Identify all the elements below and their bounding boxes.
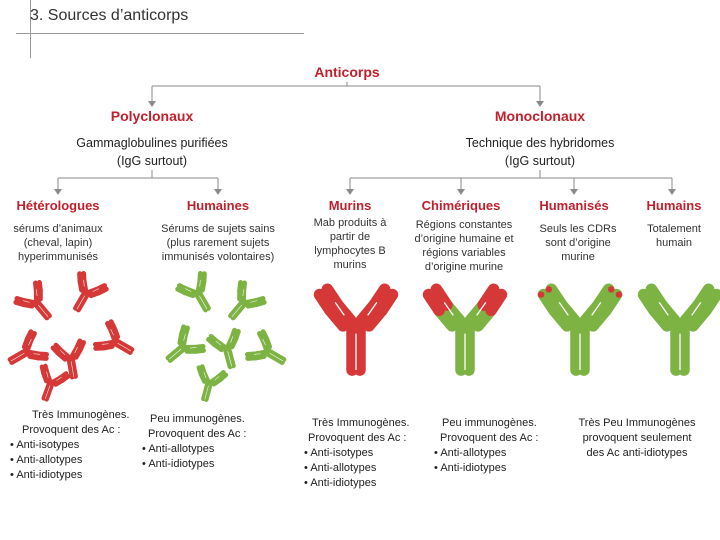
humaines-desc-line: (plus rarement sujets — [166, 237, 270, 249]
combined-imm-line: des Ac anti-idiotypes — [586, 447, 688, 459]
antibody-human-polyclonal — [244, 329, 287, 365]
antibody-murine — [313, 283, 399, 376]
murins-desc-line: partir de — [329, 231, 371, 243]
humanises-description: Seuls les CDRs sont d’origine murine — [528, 222, 628, 264]
murins-item: Anti-isotypes — [304, 446, 434, 461]
murins-desc-line: lymphocytes B — [314, 245, 386, 257]
humaines-desc-line: Sérums de sujets sains — [161, 223, 275, 235]
humanises-desc-line: Seuls les CDRs — [539, 223, 617, 235]
antibody-human-polyclonal — [228, 280, 267, 321]
antibody-human-polyclonal — [165, 324, 206, 363]
antibody-heterologous — [50, 338, 86, 380]
chimeriques-desc-line: régions variables — [422, 247, 506, 259]
heterologues-item: Anti-idiotypes — [10, 468, 140, 483]
chimeriques-item: Anti-allotypes — [434, 446, 564, 461]
mono-desc-line-1: Technique des hybridomes — [465, 136, 615, 150]
humains-desc-line: humain — [655, 237, 693, 249]
humains-label: Humains — [646, 198, 702, 213]
humaines-imm-text: Peu immunogènes. — [150, 413, 245, 425]
humaines-prov-text: Provoquent des Ac : — [148, 428, 247, 440]
heterologues-desc-line: (cheval, lapin) — [23, 237, 93, 249]
murins-imm-text: Très Immunogènes. — [312, 417, 410, 429]
chimeriques-desc-line: d’origine murine — [424, 261, 504, 273]
humains-arrow — [668, 189, 676, 195]
heterologues-desc-line: hyperimmunisés — [17, 251, 99, 263]
chimeriques-immunogenicity: Peu immunogènes. Provoquent des Ac : Ant… — [434, 416, 564, 476]
humaines-immunogenicity: Peu immunogènes. Provoquent des Ac : Ant… — [142, 412, 272, 472]
chimeriques-label: Chimériques — [421, 198, 501, 213]
antibody-heterologous — [13, 280, 52, 321]
heterologues-desc-line: sérums d’animaux — [13, 223, 103, 235]
murins-description: Mab produits à partir de lymphocytes B m… — [300, 216, 400, 272]
chimeriques-imm-text: Peu immunogènes. — [442, 417, 537, 429]
antibody-human-polyclonal — [196, 364, 229, 402]
murins-immunogenicity: Très Immunogènes. Provoquent des Ac : An… — [304, 416, 434, 491]
poly-arrow — [148, 101, 156, 107]
heterologues-item: Anti-allotypes — [10, 453, 140, 468]
antibody-human-polyclonal — [206, 327, 241, 370]
title-horizontal-rule — [16, 33, 304, 34]
heterologues-arrow — [54, 189, 62, 195]
chimeriques-description: Régions constantes d’origine humaine et … — [402, 218, 526, 274]
heterologues-prov-text: Provoquent des Ac : — [22, 424, 121, 436]
antibody-chimeric — [422, 283, 508, 376]
chimeriques-desc-line: Régions constantes — [415, 219, 513, 231]
murins-label: Murins — [328, 198, 372, 213]
heterologues-label: Hétérologues — [16, 198, 100, 213]
murins-prov-text: Provoquent des Ac : — [308, 432, 407, 444]
humaines-item: Anti-allotypes — [142, 442, 272, 457]
mono-desc-line-2: (IgG surtout) — [504, 154, 576, 168]
murins-desc-line: Mab produits à — [313, 217, 387, 229]
antibody-human-polyclonal — [175, 270, 211, 313]
murins-desc-line: murins — [333, 259, 367, 271]
humaines-description: Sérums de sujets sains (plus rarement su… — [148, 222, 288, 264]
combined-imm-line: Très Peu Immunogènes — [578, 417, 696, 429]
humanises-desc-line: murine — [561, 251, 595, 263]
poly-desc-line-2: (IgG surtout) — [116, 154, 188, 168]
murins-item: Anti-idiotypes — [304, 476, 434, 491]
root-label: Anticorps — [314, 64, 380, 80]
humains-desc-line: Totalement — [647, 223, 701, 235]
combined-imm-line: provoquent seulement — [582, 432, 692, 444]
humaines-item: Anti-idiotypes — [142, 457, 272, 472]
mono-description: Technique des hybridomes (IgG surtout) — [440, 134, 640, 170]
heterologues-immunogenicity: Très Immunogènes. Provoquent des Ac : An… — [10, 408, 140, 483]
poly-desc-line-1: Gammaglobulines purifiées — [76, 136, 228, 150]
title-vertical-rule — [30, 0, 31, 58]
heterologues-item: Anti-isotypes — [10, 438, 140, 453]
mono-arrow — [536, 101, 544, 107]
humanises-desc-line: sont d’origine — [545, 237, 611, 249]
antibody-heterologous — [92, 319, 135, 355]
murins-item: Anti-allotypes — [304, 461, 434, 476]
antibody-heterologous — [39, 363, 71, 402]
humaines-label: Humaines — [186, 198, 250, 213]
antibody-humanized — [537, 283, 623, 376]
chimeriques-arrow — [457, 189, 465, 195]
antibody-heterologous — [73, 270, 109, 313]
murins-arrow — [346, 189, 354, 195]
heterologues-description: sérums d’animaux (cheval, lapin) hyperim… — [0, 222, 116, 264]
poly-description: Gammaglobulines purifiées (IgG surtout) — [52, 134, 252, 170]
humanises-label: Humanisés — [539, 198, 609, 213]
humaines-arrow — [214, 189, 222, 195]
antibody-human-monoclonal — [637, 283, 720, 376]
humanises-arrow — [570, 189, 578, 195]
poly-label: Polyclonaux — [110, 108, 194, 124]
humanises-humains-immunogenicity: Très Peu Immunogènes provoquent seulemen… — [566, 416, 708, 461]
chimeriques-prov-text: Provoquent des Ac : — [440, 432, 539, 444]
chimeriques-desc-line: d’origine humaine et — [414, 233, 514, 245]
page-title: 3. Sources d’anticorps — [30, 7, 189, 24]
heterologues-imm-text: Très Immunogènes. — [32, 409, 130, 421]
humaines-desc-line: immunisés volontaires) — [161, 251, 275, 263]
chimeriques-item: Anti-idiotypes — [434, 461, 564, 476]
mono-label: Monoclonaux — [494, 108, 586, 124]
humains-description: Totalement humain — [630, 222, 718, 250]
antibody-heterologous — [7, 329, 50, 365]
